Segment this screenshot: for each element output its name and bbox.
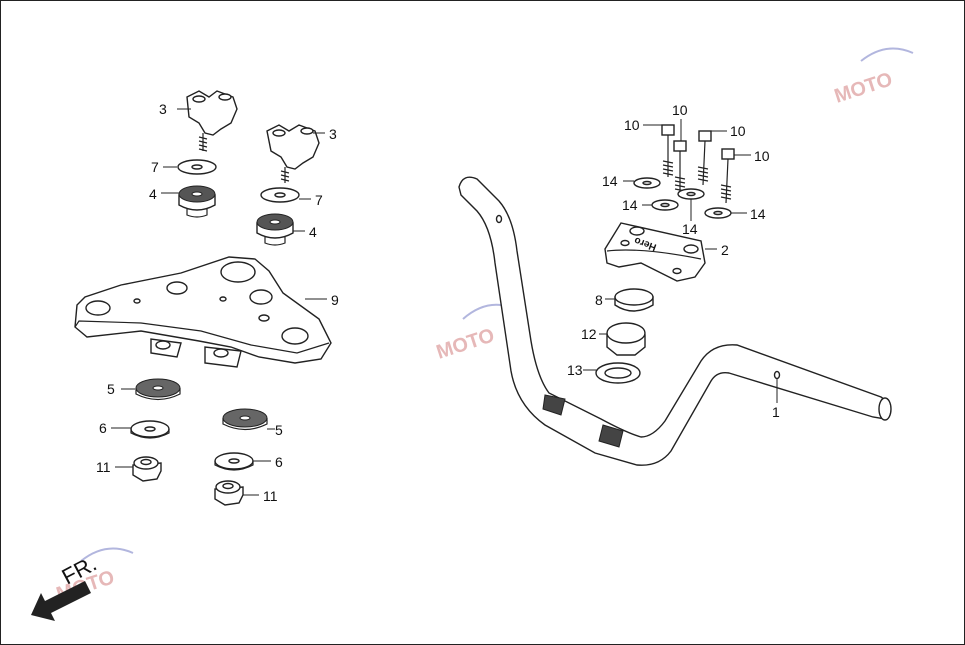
part-11-nut-left (132, 456, 162, 482)
part-2-handlebar-upper-clamp: Hero (604, 222, 706, 282)
callout-8: 8 (595, 292, 603, 308)
callout-7-left: 7 (151, 159, 159, 175)
callout-14-d: 14 (750, 206, 766, 222)
callout-10-b: 10 (672, 102, 688, 118)
part-5-rubber-bushing-left (135, 378, 181, 401)
callout-3-left: 3 (159, 101, 167, 117)
part-4-rubber-bushing-right (256, 213, 294, 246)
part-1-handlebar (458, 176, 892, 466)
callout-10-a: 10 (624, 117, 640, 133)
callout-14-a: 14 (602, 173, 618, 189)
callout-9: 9 (331, 292, 339, 308)
part-14-washer-2 (651, 199, 679, 211)
watermark-logo-top-right: MOTO (832, 47, 914, 108)
callout-11-right: 11 (263, 488, 278, 504)
callout-leaders (111, 108, 778, 496)
callout-10-c: 10 (730, 123, 746, 139)
part-7-washer-left (177, 159, 217, 175)
callout-1: 1 (772, 404, 780, 420)
callout-6-left: 6 (99, 420, 107, 436)
part-13-washer (595, 362, 641, 384)
part-11-nut-right (214, 480, 244, 506)
callout-14-c: 14 (682, 221, 698, 237)
part-6-washer-left (130, 420, 170, 439)
part-9-top-bridge (74, 256, 332, 368)
part-10-bolt-4 (720, 148, 735, 204)
part-8-cap (614, 288, 654, 312)
callout-11-left: 11 (96, 459, 111, 475)
part-5-rubber-bushing-right (222, 408, 268, 431)
callout-12: 12 (581, 326, 597, 342)
callout-4-left: 4 (149, 186, 157, 202)
part-10-bolt-2 (673, 140, 687, 195)
svg-text:MOTO: MOTO (434, 324, 498, 363)
callout-5-left: 5 (107, 381, 115, 397)
callout-5-right: 5 (275, 422, 283, 438)
callout-4-right: 4 (309, 224, 317, 240)
part-12-cap-nut (606, 322, 646, 356)
part-10-bolt-3 (697, 130, 712, 186)
callout-13: 13 (567, 362, 583, 378)
front-direction-arrow-icon (31, 581, 91, 621)
part-7-washer-right (260, 187, 300, 203)
part-3-riser-bolt-right (266, 124, 320, 183)
part-6-washer-right (214, 452, 254, 471)
callout-2: 2 (721, 242, 729, 258)
callout-10-d: 10 (754, 148, 770, 164)
part-14-washer-4 (704, 207, 732, 219)
part-4-rubber-bushing-left (178, 185, 216, 218)
callout-3-right: 3 (329, 126, 337, 142)
callout-14-b: 14 (622, 197, 638, 213)
part-14-washer-1 (633, 177, 661, 189)
part-3-riser-bolt-left (186, 90, 238, 152)
part-14-washer-3 (677, 188, 705, 200)
callout-7-right: 7 (315, 192, 323, 208)
callout-6-right: 6 (275, 454, 283, 470)
part-10-bolt-1 (661, 124, 675, 177)
svg-text:MOTO: MOTO (832, 68, 896, 107)
